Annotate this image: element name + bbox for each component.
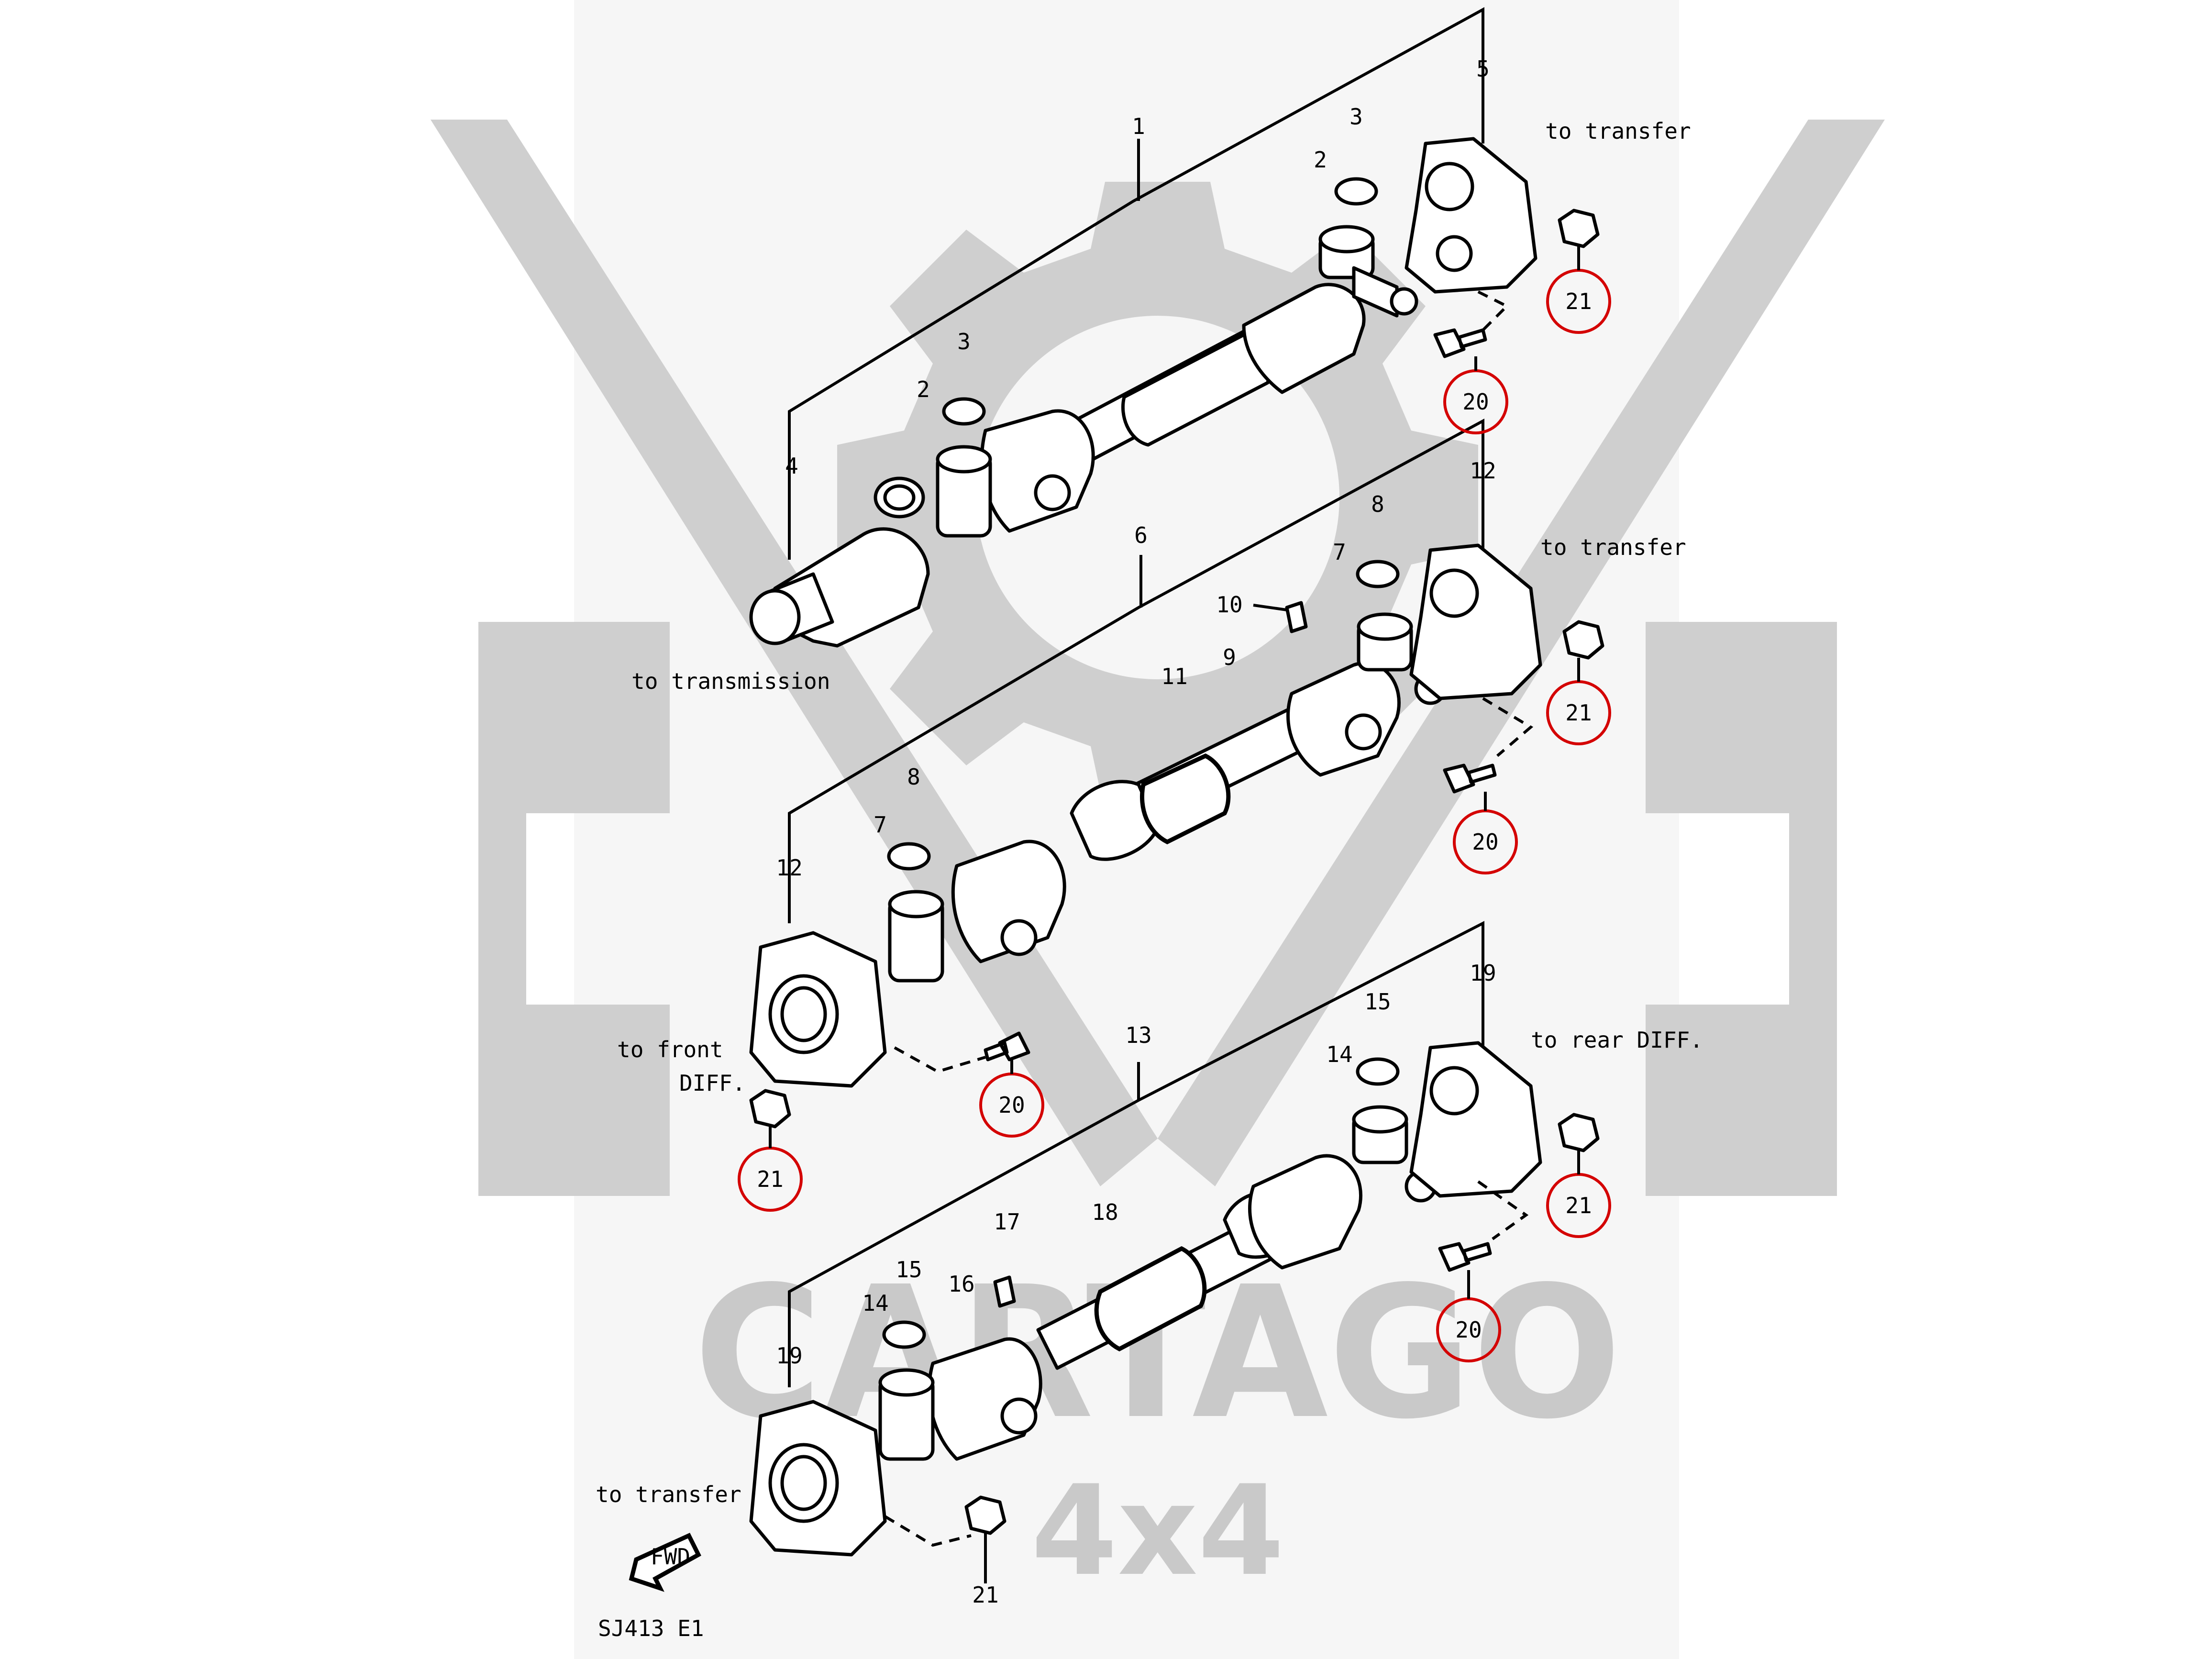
label-to-front-diff-2: DIFF. [679,1070,745,1096]
nut-21-c [749,1089,791,1128]
snap-ring-15-left [882,1320,926,1349]
label-to-transfer-2: to transfer [1540,534,1686,560]
nut-21-e [964,1495,1006,1535]
boot-18 [1094,1246,1207,1352]
leader-1 [788,7,1484,560]
callout-16: 16 [948,1271,974,1297]
callout-4: 4 [785,453,798,479]
callout-numbers: 1 2 3 5 3 2 4 6 8 7 12 10 9 11 8 7 12 13… [776,56,1496,1608]
bolt-20-c [984,1031,1030,1062]
callout-18: 18 [1092,1199,1118,1225]
watermark-sub: 4x4 [1031,1459,1284,1604]
callout-12a: 12 [1470,458,1496,484]
label-to-transmission: to transmission [631,668,830,694]
nut-21-d [1558,1113,1600,1152]
highlight-20c: 20 [998,1092,1025,1118]
callout-7b: 7 [874,812,887,838]
snap-ring-3-right [1334,177,1378,206]
callout-13: 13 [1125,1022,1151,1048]
label-to-front-diff-1: to front [617,1037,723,1062]
callout-15b: 15 [896,1257,922,1283]
snap-ring-8-right [1356,560,1400,588]
callout-8b: 8 [907,764,920,790]
callout-15a: 15 [1364,989,1391,1015]
highlight-20b: 20 [1472,829,1498,855]
yoke-1-right [1242,283,1366,394]
callout-17: 17 [994,1209,1020,1235]
fwd-badge: FWD [651,1544,690,1570]
callout-10: 10 [1216,592,1242,618]
nut-21-b [1562,620,1604,660]
grease-nipple-17 [993,1275,1016,1308]
callout-19a: 19 [1470,960,1496,986]
callout-14a: 14 [1326,1041,1352,1067]
callout-14b: 14 [862,1290,888,1316]
watermark-gear-lower [478,622,670,1196]
highlight-20d: 20 [1455,1317,1482,1343]
shaft-assembly-13: FWD [629,921,1600,1592]
callout-3b: 3 [957,329,971,354]
highlight-21b: 21 [1565,700,1592,726]
yoke-13-right [1248,1154,1362,1270]
callout-2a: 2 [1314,147,1327,173]
shaft-assembly-1 [749,7,1600,648]
boot-11 [1139,753,1231,845]
callout-12b: 12 [776,855,802,881]
callout-3a: 3 [1349,104,1363,130]
grease-nipple-10 [1285,601,1308,633]
label-to-transfer-1: to transfer [1545,118,1691,144]
label-to-rear-diff: to rear DIFF. [1531,1027,1703,1053]
callout-6: 6 [1134,522,1148,548]
highlight-21a: 21 [1565,288,1592,314]
label-to-transfer-3: to transfer [596,1482,741,1507]
callout-7a: 7 [1333,539,1346,565]
shaft-assembly-6 [749,418,1604,1128]
callout-21f: 21 [972,1582,998,1608]
direction-labels: to transfer to transmission to transfer … [596,118,1703,1641]
highlight-20a: 20 [1462,389,1489,415]
callout-11: 11 [1161,664,1187,689]
snap-ring-15-right [1356,1057,1400,1086]
bolt-20-a [1433,328,1487,358]
diagram-code: SJ413 E1 [598,1615,704,1641]
fwd-arrow-icon [629,1533,701,1592]
watermark-gear-lower-right [1646,622,1837,1196]
spline-hole [749,589,801,645]
snap-ring-8-left [887,842,931,871]
snap-ring-3-left [942,397,986,426]
callout-19b: 19 [776,1343,802,1369]
highlight-21d: 21 [1565,1193,1592,1218]
bolt-20-d [1438,1242,1492,1272]
callout-9: 9 [1223,644,1236,670]
nut-21-a [1558,209,1600,248]
callout-8a: 8 [1371,491,1384,517]
highlighted-callouts: 21 20 21 20 20 21 21 20 [738,246,1611,1583]
callout-2b: 2 [917,376,930,402]
bolt-20-b [1443,763,1497,794]
highlight-21c: 21 [757,1166,783,1192]
yoke-6-left [951,840,1066,963]
leader-6 [788,418,1484,923]
callout-5: 5 [1476,56,1490,82]
callout-1: 1 [1132,113,1145,139]
